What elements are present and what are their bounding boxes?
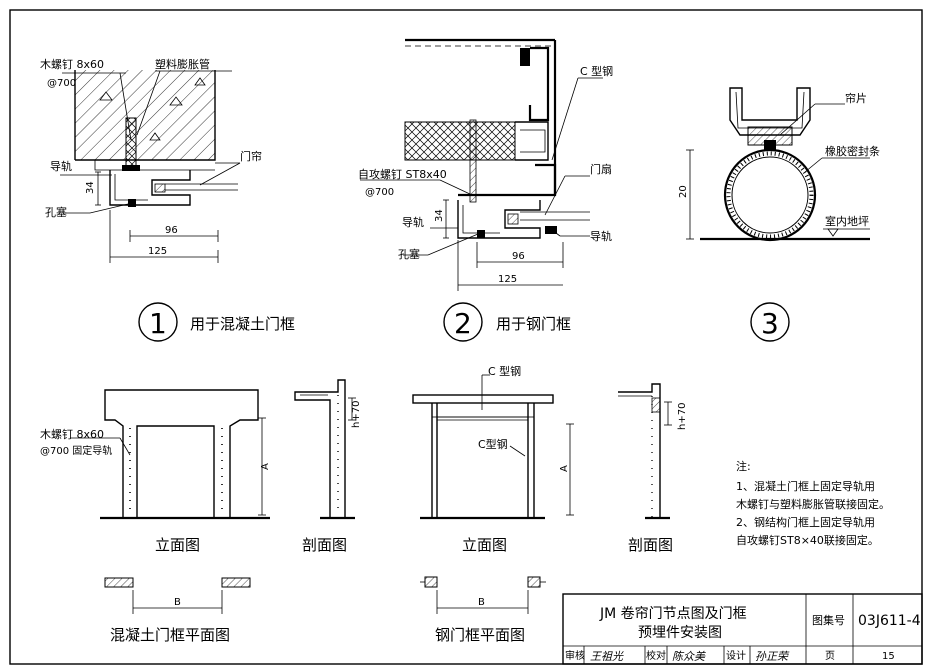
notes-heading: 注:: [736, 459, 751, 473]
d1-spacing-label: @700: [47, 78, 76, 89]
notes-line-2: 木螺钉与塑料膨胀管联接固定。: [736, 497, 890, 511]
d3-rubber-seal-label: 橡胶密封条: [825, 144, 880, 158]
d1-dim-34: 34: [85, 181, 96, 194]
d1-curtain-label: 门帘: [240, 149, 262, 163]
concrete-section-dim: h+70: [351, 401, 362, 428]
concrete-screw-note: @700 固定导轨: [40, 444, 112, 457]
design-label: 设计: [726, 649, 746, 662]
checker-signature: 王祖光: [590, 650, 624, 663]
d2-dim-96: 96: [512, 251, 525, 262]
steel-plan-dim-b: B: [478, 597, 485, 608]
d2-door-leaf-label: 门扇: [590, 162, 612, 176]
steel-plan: B 钢门框平面图: [420, 576, 546, 644]
d2-number-circle: [443, 302, 483, 342]
d1-wood-screw-label: 木螺钉 8x60: [40, 58, 104, 71]
steel-section-dim: h+70: [677, 403, 688, 430]
concrete-plan: B 混凝土门框平面图: [104, 577, 251, 644]
concrete-section: h+70 剖面图: [294, 379, 362, 554]
title-line-2: 预埋件安装图: [638, 625, 722, 641]
d3-dim-20: 20: [678, 185, 689, 198]
concrete-dim-a: A: [260, 463, 271, 470]
d2-spacing-label: @700: [365, 187, 394, 198]
d1-number: 1: [149, 307, 167, 340]
title-line-1: JM 卷帘门节点图及门框: [599, 606, 747, 622]
notes-line-4: 自攻螺钉ST8×40联接固定。: [736, 533, 879, 547]
d1-dim-125: 125: [148, 246, 167, 257]
steel-elevation: C 型钢 C型钢 A 立面图: [412, 364, 574, 554]
steel-c-steel-mid-label: C型钢: [478, 437, 508, 451]
design-signature: 孙正荣: [755, 650, 790, 663]
d2-plug-label: 孔塞: [398, 247, 420, 261]
d1-caption: 用于混凝土门框: [190, 315, 295, 333]
d2-guide-rail-left-label: 导轨: [402, 215, 424, 229]
d2-dim-125: 125: [498, 274, 517, 285]
atlas-number: 03J611-4: [858, 613, 921, 629]
proof-signature: 陈众美: [672, 650, 706, 663]
concrete-plan-dim-b: B: [174, 597, 181, 608]
page-number: 15: [882, 651, 895, 662]
detail-2-steel-frame: C 型钢 自攻螺钉 ST8x40 @700 门扇 导轨 导轨 孔塞 34 96 …: [358, 38, 613, 291]
d2-caption: 用于钢门框: [496, 315, 571, 333]
d1-guide-rail-label: 导轨: [50, 159, 72, 173]
steel-section-caption: 剖面图: [628, 536, 673, 554]
concrete-elevation: 木螺钉 8x60 @700 固定导轨 A 立面图: [40, 389, 271, 554]
steel-section: h+70 剖面图: [618, 383, 688, 554]
concrete-plan-caption: 混凝土门框平面图: [110, 626, 230, 644]
steel-dim-a: A: [559, 465, 570, 472]
title-block: JM 卷帘门节点图及门框 预埋件安装图 图集号 03J611-4 审核 王祖光 …: [562, 593, 923, 665]
d1-number-circle: [138, 302, 178, 342]
d3-indoor-floor-label: 室内地坪: [825, 214, 869, 228]
atlas-label: 图集号: [812, 613, 845, 627]
d2-self-tap-label: 自攻螺钉 ST8x40: [358, 167, 447, 181]
d3-number-circle: [750, 302, 790, 342]
steel-elev-caption: 立面图: [462, 536, 507, 554]
concrete-elev-caption: 立面图: [155, 536, 200, 554]
steel-c-steel-top-label: C 型钢: [488, 364, 521, 378]
d3-number: 3: [761, 307, 779, 340]
proof-label: 校对: [646, 649, 666, 662]
detail-1-concrete-frame: 木螺钉 8x60 @700 塑料膨胀管 导轨 门帘 孔塞 34 96 125: [40, 57, 262, 263]
d2-number: 2: [454, 307, 472, 340]
sheet-border: [9, 9, 923, 665]
concrete-section-caption: 剖面图: [302, 536, 347, 554]
notes-line-3: 2、钢结构门框上固定导轨用: [736, 515, 875, 529]
notes-line-1: 1、混凝土门框上固定导轨用: [736, 479, 875, 493]
check-label: 审核: [565, 649, 585, 662]
detail-3-rubber-seal: 帘片 橡胶密封条 室内地坪 20: [678, 87, 880, 242]
d1-plug-label: 孔塞: [45, 205, 67, 219]
d2-c-steel-label: C 型钢: [580, 64, 613, 78]
d2-dim-34: 34: [434, 209, 445, 222]
d2-guide-rail-right-label: 导轨: [590, 229, 612, 243]
d1-dim-96: 96: [165, 225, 178, 236]
d1-plastic-tube-label: 塑料膨胀管: [155, 57, 210, 71]
page-label: 页: [825, 650, 835, 662]
notes: 注: 1、混凝土门框上固定导轨用 木螺钉与塑料膨胀管联接固定。 2、钢结构门框上…: [736, 459, 890, 547]
concrete-screw-label: 木螺钉 8x60: [40, 428, 104, 441]
d3-curtain-piece-label: 帘片: [845, 91, 867, 105]
steel-plan-caption: 钢门框平面图: [435, 626, 525, 644]
